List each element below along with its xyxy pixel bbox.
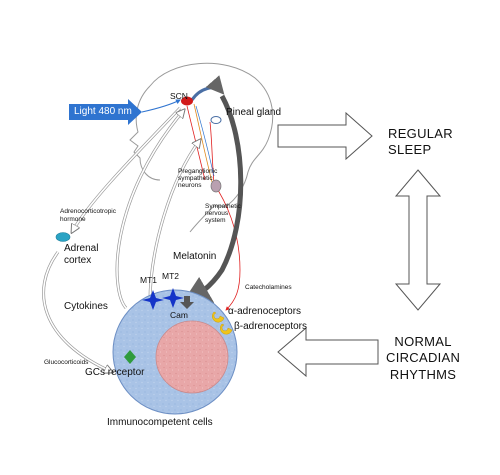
beta-adrenoceptors-label: β-adrenoceptors bbox=[234, 321, 308, 332]
preganglionic-label-3: neurons bbox=[178, 182, 202, 189]
cytokines-arrow-inner bbox=[116, 110, 184, 309]
light-to-scn-arrow bbox=[141, 99, 181, 113]
glucocorticoids-label: Glucocorticoids bbox=[44, 359, 89, 366]
light-arrow-shape bbox=[69, 99, 142, 125]
circadian-line: CIRCADIAN bbox=[386, 350, 461, 366]
adrenal-cortex-label-2: cortex bbox=[64, 255, 92, 266]
normal-line: NORMAL bbox=[394, 334, 452, 349]
head-outline bbox=[129, 62, 274, 233]
rhythms-line: RHYTHMS bbox=[389, 366, 457, 382]
blue-pathway bbox=[195, 105, 215, 177]
sympathetic-label-1: Sympathetic bbox=[205, 203, 241, 210]
mt2-receptor-star bbox=[162, 288, 184, 308]
glucocorticoid-arrow bbox=[42, 251, 113, 374]
glucocorticoid-arrow-inner bbox=[42, 251, 112, 372]
cytokines-label: Cytokines bbox=[64, 301, 108, 312]
mt2-label: MT2 bbox=[162, 271, 179, 281]
sympathetic-label-2: nervous bbox=[205, 210, 229, 217]
double-vertical-arrow bbox=[394, 169, 442, 311]
cell-nucleus bbox=[155, 320, 229, 394]
preganglionic-label-1: Preganglionic bbox=[178, 168, 218, 175]
immunocompetent-cells-label: Immunocompetent cells bbox=[107, 417, 213, 428]
regular-sleep-line-2: SLEEP bbox=[388, 142, 432, 158]
gc-receptor-icon bbox=[124, 350, 136, 364]
scn-to-adrenal-arrow-inner bbox=[72, 107, 181, 232]
adrenal-gland-icon bbox=[55, 232, 71, 242]
pineal-gland-label: Pineal gland bbox=[226, 107, 282, 118]
regular-sleep-label: REGULAR SLEEP bbox=[388, 126, 453, 159]
normal-circadian-rhythms-label: NORMAL CIRCADIAN RHYTHMS bbox=[386, 334, 460, 383]
scn-label: SCN bbox=[170, 91, 188, 101]
regular-sleep-line-1: REGULAR bbox=[388, 126, 453, 141]
mt1-label: MT1 bbox=[140, 275, 157, 285]
cam-arrow bbox=[180, 296, 194, 309]
acth-label-1: Adrenocorticotropic bbox=[60, 208, 116, 215]
acth-label-2: hormone bbox=[60, 216, 86, 223]
light-label: Light 480 nm bbox=[74, 106, 132, 117]
beta-adrenoceptor-icon bbox=[220, 323, 233, 335]
cam-label: Cam bbox=[170, 310, 188, 320]
preganglionic-label-2: sympathetic bbox=[178, 175, 213, 182]
catecholamines-label: Catecholamines bbox=[245, 284, 292, 291]
regular-sleep-arrow bbox=[277, 111, 373, 161]
alpha-adrenoceptor-icon bbox=[212, 311, 225, 323]
circadian-to-cell-arrow bbox=[277, 326, 379, 378]
scn-pineal-curve bbox=[190, 75, 225, 101]
scn-node bbox=[181, 96, 193, 106]
mt1-receptor-star bbox=[142, 290, 164, 310]
melatonin-arrow bbox=[180, 94, 244, 306]
adrenal-cortex-label-1: Adrenal bbox=[64, 243, 99, 254]
sympathetic-ganglion bbox=[210, 179, 222, 193]
cells-to-hypothalamus-arrow-inner bbox=[149, 140, 200, 303]
alpha-adrenoceptors-label: α-adrenoceptors bbox=[228, 306, 302, 317]
pineal-gland-node bbox=[210, 116, 222, 124]
sympathetic-label-3: system bbox=[205, 217, 226, 224]
orange-pathway bbox=[193, 103, 213, 183]
gcs-receptor-label: GCs receptor bbox=[85, 367, 145, 378]
melatonin-label: Melatonin bbox=[173, 251, 217, 262]
